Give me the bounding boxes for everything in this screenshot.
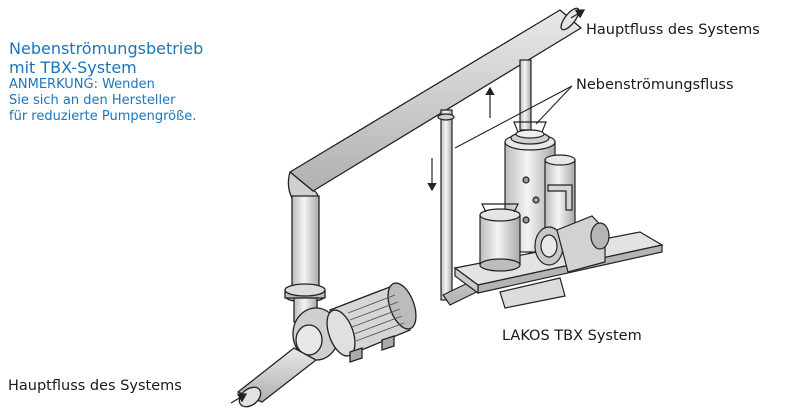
note-line-1: ANMERKUNG: Wenden xyxy=(9,77,155,92)
main-pipe xyxy=(284,7,582,323)
note-line-3: für reduzierte Pumpengröße. xyxy=(9,109,197,124)
label-tbx-system: LAKOS TBX System xyxy=(502,328,642,344)
label-main-flow-in: Hauptfluss des Systems xyxy=(8,378,182,394)
label-main-flow-out: Hauptfluss des Systems xyxy=(586,22,760,38)
flow-in-arrow xyxy=(230,393,248,404)
basket-strainer xyxy=(479,203,521,272)
separator-vessel xyxy=(504,121,576,253)
leader-lines xyxy=(454,85,573,149)
label-side-flow: Nebenströmungsfluss xyxy=(576,77,734,93)
flow-out-arrow xyxy=(570,9,586,19)
diagram-title: Nebenströmungsbetrieb mit TBX-System ANM… xyxy=(9,39,279,125)
title-line-2: mit TBX-System xyxy=(9,58,137,77)
main-pump-motor xyxy=(236,282,417,408)
note-line-2: Sie sich an den Hersteller xyxy=(9,93,176,108)
tbx-pump xyxy=(534,215,610,273)
title-line-1: Nebenströmungsbetrieb xyxy=(9,39,204,58)
